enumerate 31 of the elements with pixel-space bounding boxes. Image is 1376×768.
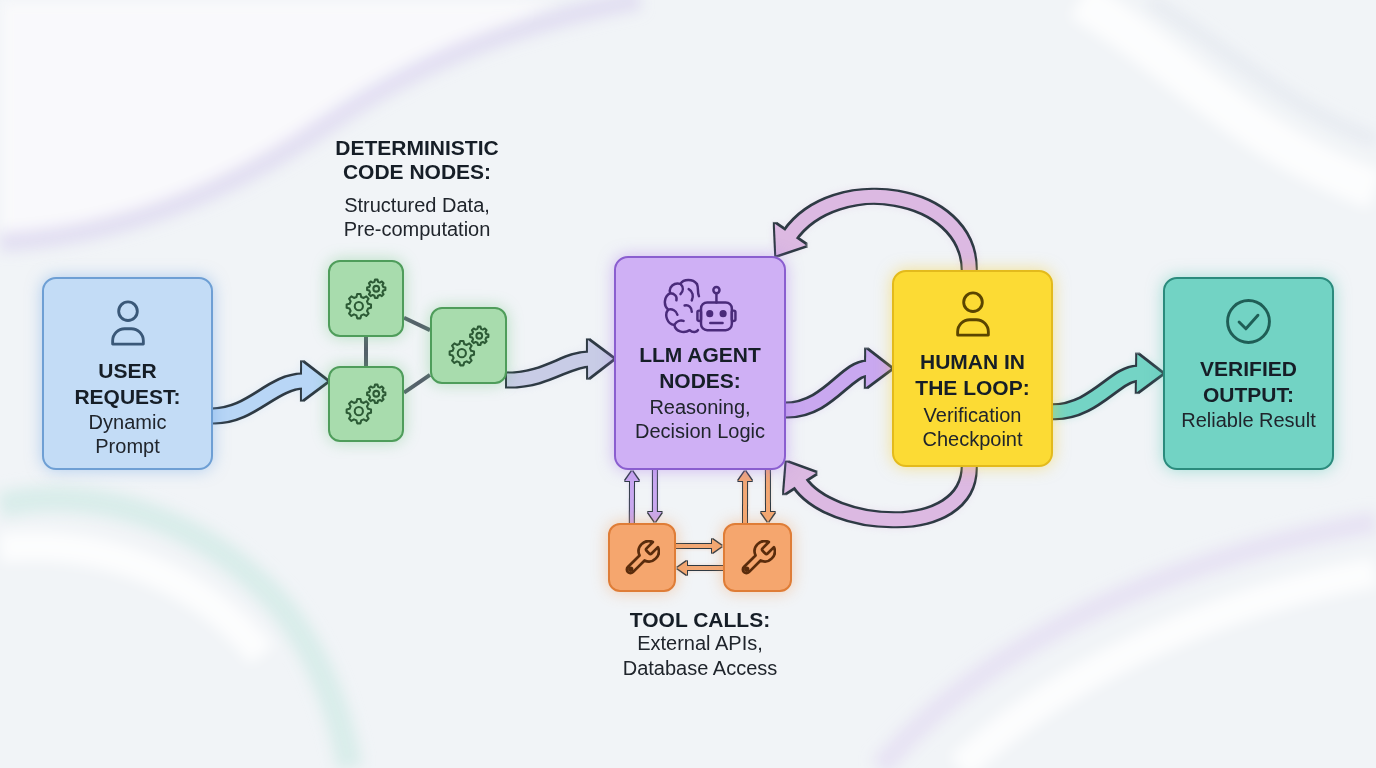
node-description: Verification Checkpoint bbox=[921, 403, 1024, 451]
node-title: LLM AGENT NODES: bbox=[638, 342, 762, 394]
node-title: HUMAN IN THE LOOP: bbox=[914, 349, 1031, 401]
tool-tile bbox=[608, 523, 676, 592]
review-card bbox=[892, 270, 1053, 467]
group-description: Structured Data, Pre-computation bbox=[343, 193, 491, 241]
arrow bbox=[647, 470, 662, 522]
arrow bbox=[625, 471, 639, 523]
node-title: USER REQUEST: bbox=[73, 358, 182, 410]
agent-card bbox=[614, 256, 786, 470]
node-description: Reliable Result bbox=[1180, 408, 1317, 432]
connector-line bbox=[402, 373, 432, 395]
curved-arrow bbox=[506, 340, 613, 387]
node-description: Reasoning, Decision Logic bbox=[634, 395, 766, 443]
node-description: Dynamic Prompt bbox=[88, 410, 167, 458]
tool-tile bbox=[723, 523, 792, 592]
arrow bbox=[738, 471, 753, 523]
request-card bbox=[42, 277, 213, 470]
group-heading: TOOL CALLS: bbox=[629, 607, 771, 633]
connector-line bbox=[364, 337, 368, 366]
code-node-tile bbox=[328, 260, 404, 337]
code-node-tile bbox=[328, 366, 404, 442]
group-heading: DETERMINISTIC CODE NODES: bbox=[334, 136, 500, 184]
connector-line bbox=[403, 316, 431, 332]
output-card bbox=[1163, 277, 1334, 470]
group-description: External APIs, Database Access bbox=[622, 631, 778, 681]
arrow bbox=[761, 470, 775, 522]
code-node-tile bbox=[430, 307, 507, 384]
node-title: VERIFIED OUTPUT: bbox=[1199, 356, 1298, 408]
arrow bbox=[677, 560, 723, 575]
arrow bbox=[676, 539, 722, 553]
